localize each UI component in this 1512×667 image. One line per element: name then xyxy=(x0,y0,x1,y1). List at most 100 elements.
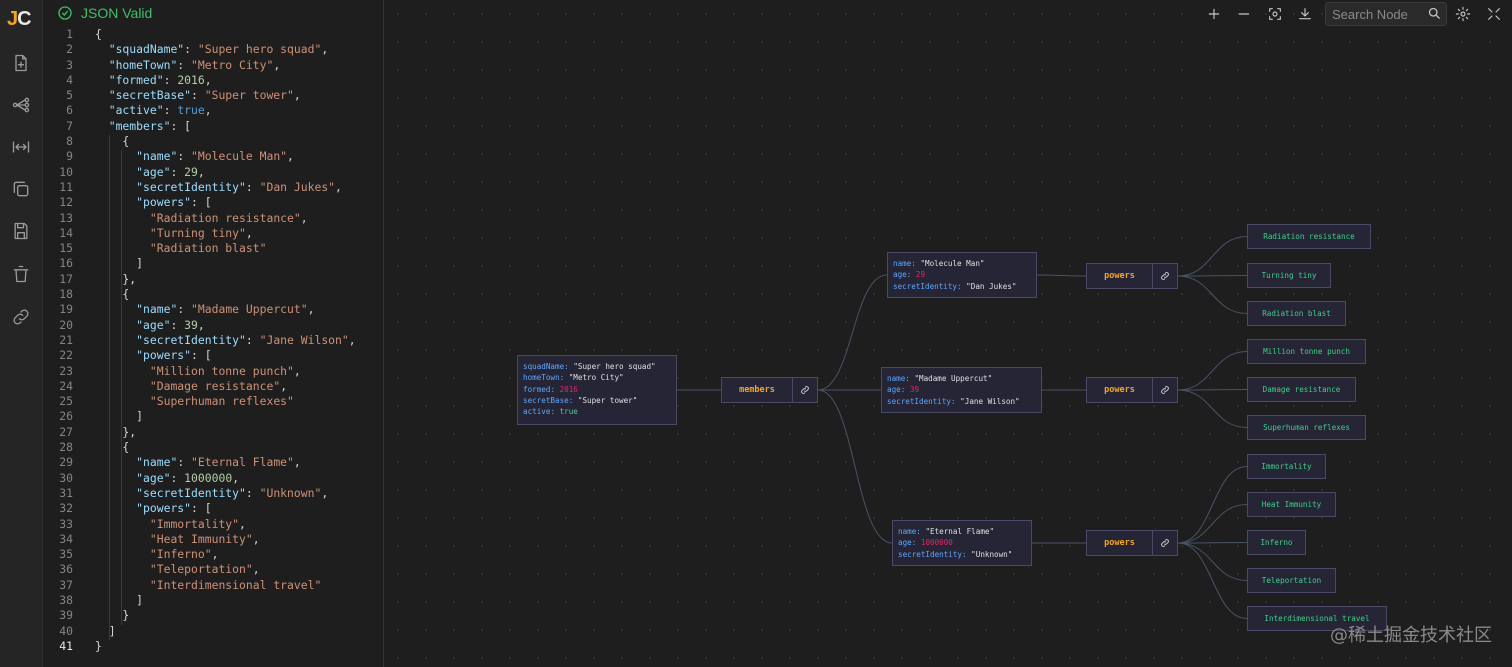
power-node[interactable]: Immortality xyxy=(1247,454,1326,479)
code-line[interactable]: 20 "age": 39, xyxy=(43,318,383,333)
fullscreen-icon[interactable] xyxy=(1483,3,1505,25)
line-content: ] xyxy=(95,409,144,424)
code-line[interactable]: 34 "Heat Immunity", xyxy=(43,532,383,547)
code-line[interactable]: 22 "powers": [ xyxy=(43,348,383,363)
search-icon[interactable] xyxy=(1427,6,1442,21)
code-line[interactable]: 4 "formed": 2016, xyxy=(43,73,383,88)
copy-icon[interactable] xyxy=(8,176,34,202)
search-input[interactable] xyxy=(1330,5,1426,23)
code-line[interactable]: 1{ xyxy=(43,27,383,42)
json-editor[interactable]: JSON Valid 1{2 "squadName": "Super hero … xyxy=(43,0,384,667)
download-icon[interactable] xyxy=(1294,3,1316,25)
power-node[interactable]: Million tonne punch xyxy=(1247,339,1366,364)
graph-edge xyxy=(1177,542,1248,619)
app-logo[interactable]: JC xyxy=(7,8,32,30)
powers-node[interactable]: powers xyxy=(1086,377,1178,403)
code-line[interactable]: 19 "name": "Madame Uppercut", xyxy=(43,302,383,317)
node-field: active: true xyxy=(523,407,578,417)
code-area[interactable]: 1{2 "squadName": "Super hero squad",3 "h… xyxy=(43,27,383,654)
expand-horizontal-icon[interactable] xyxy=(8,134,34,160)
focus-icon[interactable] xyxy=(1264,3,1286,25)
code-line[interactable]: 15 "Radiation blast" xyxy=(43,241,383,256)
line-content: "age": 1000000, xyxy=(136,470,240,485)
power-node[interactable]: Heat Immunity xyxy=(1247,492,1336,517)
graph-canvas[interactable]: squadName: "Super hero squad"homeTown: "… xyxy=(384,0,1512,667)
code-line[interactable]: 40 ] xyxy=(43,624,383,639)
code-line[interactable]: 32 "powers": [ xyxy=(43,501,383,516)
code-line[interactable]: 6 "active": true, xyxy=(43,103,383,118)
code-line[interactable]: 41} xyxy=(43,639,383,654)
code-line[interactable]: 25 "Superhuman reflexes" xyxy=(43,394,383,409)
members-node[interactable]: members xyxy=(721,377,818,403)
code-line[interactable]: 7 "members": [ xyxy=(43,119,383,134)
line-content: "secretIdentity": "Unknown", xyxy=(136,485,329,500)
code-line[interactable]: 36 "Teleportation", xyxy=(43,562,383,577)
line-number: 13 xyxy=(59,210,73,225)
code-line[interactable]: 13 "Radiation resistance", xyxy=(43,211,383,226)
code-line[interactable]: 30 "age": 1000000, xyxy=(43,471,383,486)
search-node-box[interactable] xyxy=(1325,2,1447,26)
line-number: 20 xyxy=(59,317,73,332)
line-content: ] xyxy=(95,592,144,607)
code-line[interactable]: 9 "name": "Molecule Man", xyxy=(43,149,383,164)
powers-node[interactable]: powers xyxy=(1086,263,1178,289)
code-line[interactable]: 35 "Inferno", xyxy=(43,547,383,562)
powers-node[interactable]: powers xyxy=(1086,530,1178,556)
file-plus-icon[interactable] xyxy=(8,50,34,76)
save-icon[interactable] xyxy=(8,218,34,244)
array-label: members xyxy=(739,385,775,395)
code-line[interactable]: 12 "powers": [ xyxy=(43,195,383,210)
code-line[interactable]: 28 { xyxy=(43,440,383,455)
power-node[interactable]: Inferno xyxy=(1247,530,1306,555)
root-node[interactable]: squadName: "Super hero squad"homeTown: "… xyxy=(517,355,677,425)
code-line[interactable]: 26 ] xyxy=(43,409,383,424)
link-icon[interactable] xyxy=(1152,378,1177,402)
power-node[interactable]: Interdimensional travel xyxy=(1247,606,1387,631)
code-line[interactable]: 39 } xyxy=(43,608,383,623)
line-content: "formed": 2016, xyxy=(108,72,212,87)
code-line[interactable]: 17 }, xyxy=(43,272,383,287)
trash-icon[interactable] xyxy=(8,261,34,287)
code-line[interactable]: 5 "secretBase": "Super tower", xyxy=(43,88,383,103)
code-line[interactable]: 29 "name": "Eternal Flame", xyxy=(43,455,383,470)
code-line[interactable]: 3 "homeTown": "Metro City", xyxy=(43,58,383,73)
link-icon[interactable] xyxy=(1152,531,1177,555)
settings-icon[interactable] xyxy=(1452,3,1474,25)
line-number: 37 xyxy=(59,577,73,592)
code-line[interactable]: 37 "Interdimensional travel" xyxy=(43,578,383,593)
line-content: "Radiation blast" xyxy=(149,241,267,256)
link-icon[interactable] xyxy=(792,378,817,402)
code-line[interactable]: 21 "secretIdentity": "Jane Wilson", xyxy=(43,333,383,348)
code-line[interactable]: 18 { xyxy=(43,287,383,302)
code-line[interactable]: 14 "Turning tiny", xyxy=(43,226,383,241)
code-line[interactable]: 2 "squadName": "Super hero squad", xyxy=(43,42,383,57)
power-node[interactable]: Radiation resistance xyxy=(1247,224,1371,249)
node-field: age: 29 xyxy=(893,270,926,280)
power-node[interactable]: Turning tiny xyxy=(1247,263,1331,288)
zoom-in-icon[interactable] xyxy=(1203,3,1225,25)
line-content: ] xyxy=(95,623,116,638)
link-icon[interactable] xyxy=(1152,264,1177,288)
code-line[interactable]: 8 { xyxy=(43,134,383,149)
power-node[interactable]: Damage resistance xyxy=(1247,377,1356,402)
code-line[interactable]: 10 "age": 29, xyxy=(43,165,383,180)
code-line[interactable]: 11 "secretIdentity": "Dan Jukes", xyxy=(43,180,383,195)
power-node[interactable]: Radiation blast xyxy=(1247,301,1346,326)
link-icon[interactable] xyxy=(8,304,34,330)
graph-icon[interactable] xyxy=(8,92,34,118)
code-line[interactable]: 31 "secretIdentity": "Unknown", xyxy=(43,486,383,501)
code-line[interactable]: 27 }, xyxy=(43,425,383,440)
line-number: 33 xyxy=(59,516,73,531)
code-line[interactable]: 16 ] xyxy=(43,256,383,271)
code-line[interactable]: 23 "Million tonne punch", xyxy=(43,364,383,379)
line-number: 36 xyxy=(59,562,73,577)
power-node[interactable]: Teleportation xyxy=(1247,568,1336,593)
code-line[interactable]: 33 "Immortality", xyxy=(43,517,383,532)
power-node[interactable]: Superhuman reflexes xyxy=(1247,415,1366,440)
code-line[interactable]: 38 ] xyxy=(43,593,383,608)
code-line[interactable]: 24 "Damage resistance", xyxy=(43,379,383,394)
zoom-out-icon[interactable] xyxy=(1233,3,1255,25)
